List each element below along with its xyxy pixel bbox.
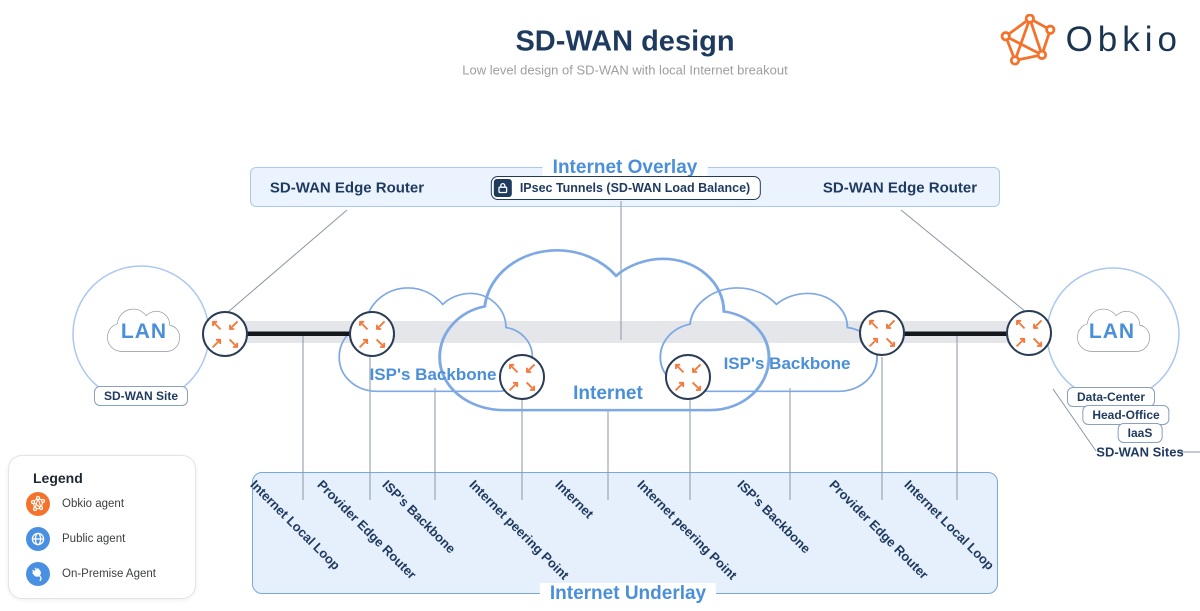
isp-backbone-label-left: ISP's Backbone: [369, 365, 497, 384]
router-arrow-icon: ↗: [867, 333, 880, 351]
router-arrow-icon: ↗: [1014, 333, 1027, 351]
brand-name: Obkio: [1065, 20, 1182, 59]
site-pill-iaas: IaaS: [1117, 423, 1163, 443]
router-arrow-icon: ↖: [673, 359, 686, 377]
router-icon: ↖↙↗↘: [202, 311, 248, 357]
legend-item-public-agent: Public agent: [26, 527, 195, 551]
sdwan-sites-group-label: SD-WAN Sites: [1096, 444, 1184, 460]
router-arrow-icon: ↘: [1031, 333, 1044, 351]
page-subtitle: Low level design of SD-WAN with local In…: [462, 62, 788, 78]
router-arrow-icon: ↙: [227, 316, 240, 334]
connector-right-edge-router: [900, 209, 1027, 313]
router-arrow-icon: ↗: [210, 334, 223, 352]
page-title: SD-WAN design: [515, 25, 735, 58]
site-pill-data-center: Data-Center: [1066, 387, 1156, 407]
router-arrow-icon: ↘: [227, 334, 240, 352]
lan-label-left: LAN: [120, 320, 168, 343]
plug-icon: [26, 562, 50, 586]
legend-item-obkio-agent: Obkio agent: [26, 492, 195, 516]
site-pill-head-office: Head-Office: [1082, 405, 1170, 425]
legend-title: Legend: [33, 470, 83, 486]
internet-overlay-title: Internet Overlay: [542, 157, 708, 179]
wan-link-left: [225, 331, 372, 336]
router-arrow-icon: ↖: [357, 316, 370, 334]
legend-item-on-premise-agent: On-Premise Agent: [26, 562, 195, 586]
sdwan-sites-pointer-line: [1052, 388, 1097, 452]
router-arrow-icon: ↘: [374, 334, 387, 352]
router-arrow-icon: ↘: [884, 333, 897, 351]
obkio-logo-icon: [1000, 14, 1055, 66]
router-arrow-icon: ↘: [690, 377, 703, 395]
router-arrow-icon: ↖: [210, 316, 223, 334]
connector-left-edge-router: [227, 209, 348, 313]
lan-label-right: LAN: [1088, 320, 1136, 343]
obkio-logo: Obkio: [1000, 14, 1182, 66]
router-icon: ↖↙↗↘: [859, 310, 905, 356]
legend-item-label: On-Premise Agent: [62, 568, 156, 580]
underlay-pointer-lines: [302, 335, 958, 500]
obkio-icon: [26, 492, 50, 516]
internet-underlay-box: [252, 472, 998, 594]
legend-item-label: Public agent: [62, 533, 126, 545]
router-arrow-icon: ↗: [507, 377, 520, 395]
router-icon: ↖↙↗↘: [349, 311, 395, 357]
wan-link-right: [882, 331, 1029, 336]
router-arrow-icon: ↙: [884, 315, 897, 333]
router-arrow-icon: ↙: [690, 359, 703, 377]
globe-icon: [26, 527, 50, 551]
underlay-path-band: [222, 321, 1042, 343]
isp-backbone-label-right: ISP's Backbone: [723, 354, 851, 373]
router-icon: ↖↙↗↘: [499, 354, 545, 400]
router-arrow-icon: ↙: [1031, 315, 1044, 333]
router-arrow-icon: ↙: [524, 359, 537, 377]
ipsec-tunnels-label: IPsec Tunnels (SD-WAN Load Balance): [519, 181, 751, 195]
internet-label: Internet: [573, 383, 643, 404]
ipsec-tunnels-badge: IPsec Tunnels (SD-WAN Load Balance): [490, 176, 762, 200]
site-pill-sdwan-site: SD-WAN Site: [93, 386, 189, 406]
internet-underlay-title: Internet Underlay: [539, 583, 717, 605]
router-arrow-icon: ↖: [507, 359, 520, 377]
router-icon: ↖↙↗↘: [665, 354, 711, 400]
router-arrow-icon: ↖: [1014, 315, 1027, 333]
router-arrow-icon: ↗: [673, 377, 686, 395]
legend-item-label: Obkio agent: [62, 498, 125, 510]
legend-panel: Legend Obkio agent Public agent: [8, 455, 196, 599]
edge-router-label-right: SD-WAN Edge Router: [822, 179, 978, 197]
router-arrow-icon: ↘: [524, 377, 537, 395]
router-arrow-icon: ↖: [867, 315, 880, 333]
router-arrow-icon: ↗: [357, 334, 370, 352]
edge-router-label-left: SD-WAN Edge Router: [269, 179, 425, 197]
lock-icon: [493, 179, 512, 197]
router-icon: ↖↙↗↘: [1006, 310, 1052, 356]
router-arrow-icon: ↙: [374, 316, 387, 334]
